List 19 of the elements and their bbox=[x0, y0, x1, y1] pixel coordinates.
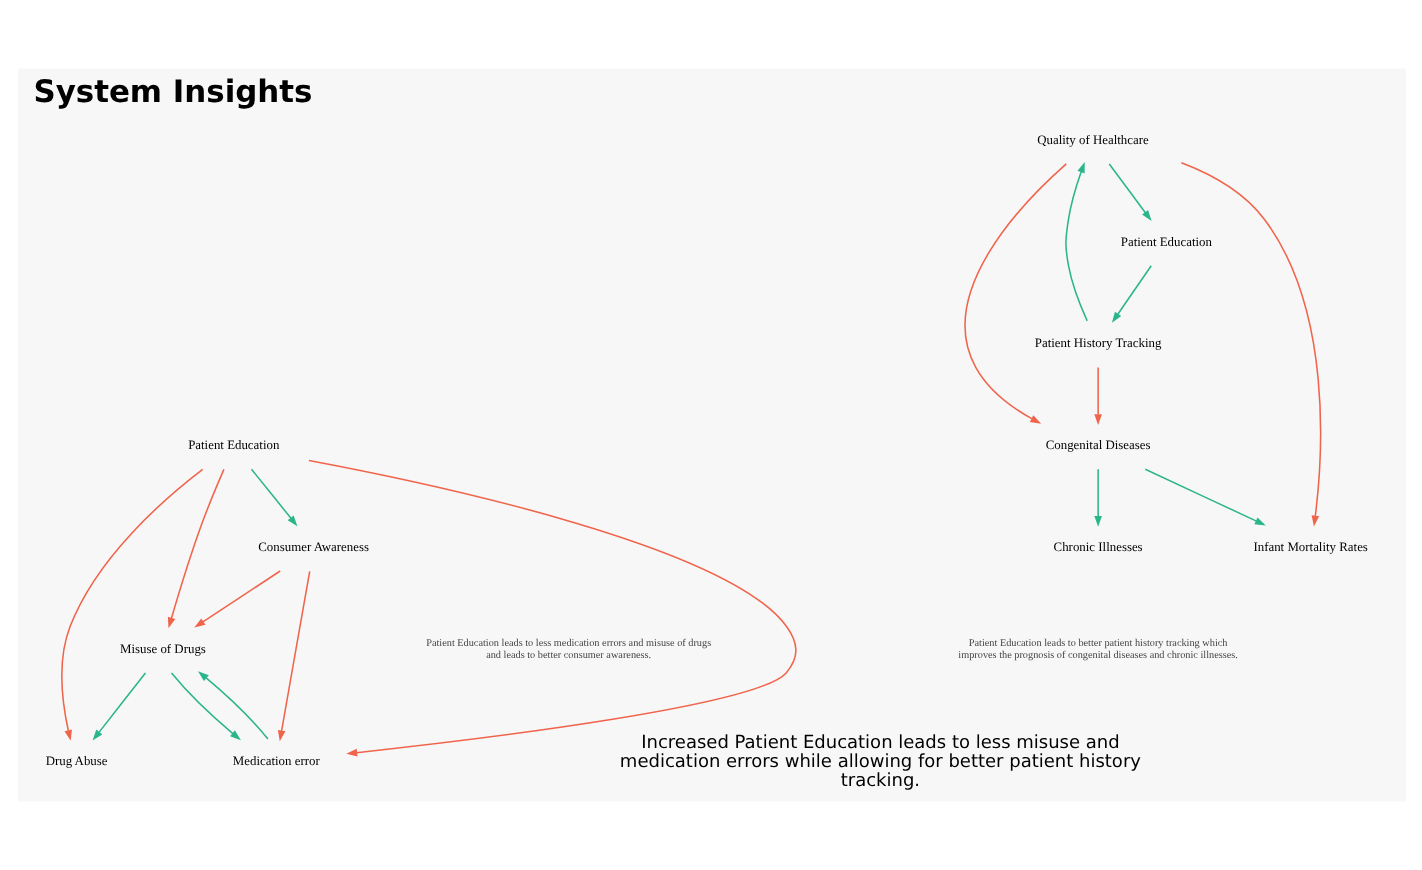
arrow bbox=[169, 672, 240, 741]
arrow bbox=[1064, 161, 1087, 322]
caption: Increased Patient Education leads to less misuse and medication errors while allowing for better patient history tracking. bbox=[618, 733, 1140, 793]
arrow bbox=[963, 163, 1067, 424]
arrow bbox=[249, 468, 297, 527]
arrow bbox=[1107, 163, 1151, 222]
arrow bbox=[1179, 162, 1321, 527]
diagram-title: System Insights bbox=[32, 74, 312, 111]
arrow bbox=[1143, 468, 1265, 526]
arrow bbox=[307, 459, 796, 757]
arrow bbox=[1110, 264, 1152, 323]
arrow bbox=[91, 672, 146, 741]
arrow bbox=[166, 468, 224, 629]
arrow bbox=[1093, 366, 1101, 426]
arrow bbox=[197, 671, 268, 740]
arrow bbox=[1093, 468, 1101, 527]
arrow bbox=[193, 570, 280, 628]
arrow bbox=[276, 570, 310, 742]
arrow bbox=[60, 468, 203, 741]
